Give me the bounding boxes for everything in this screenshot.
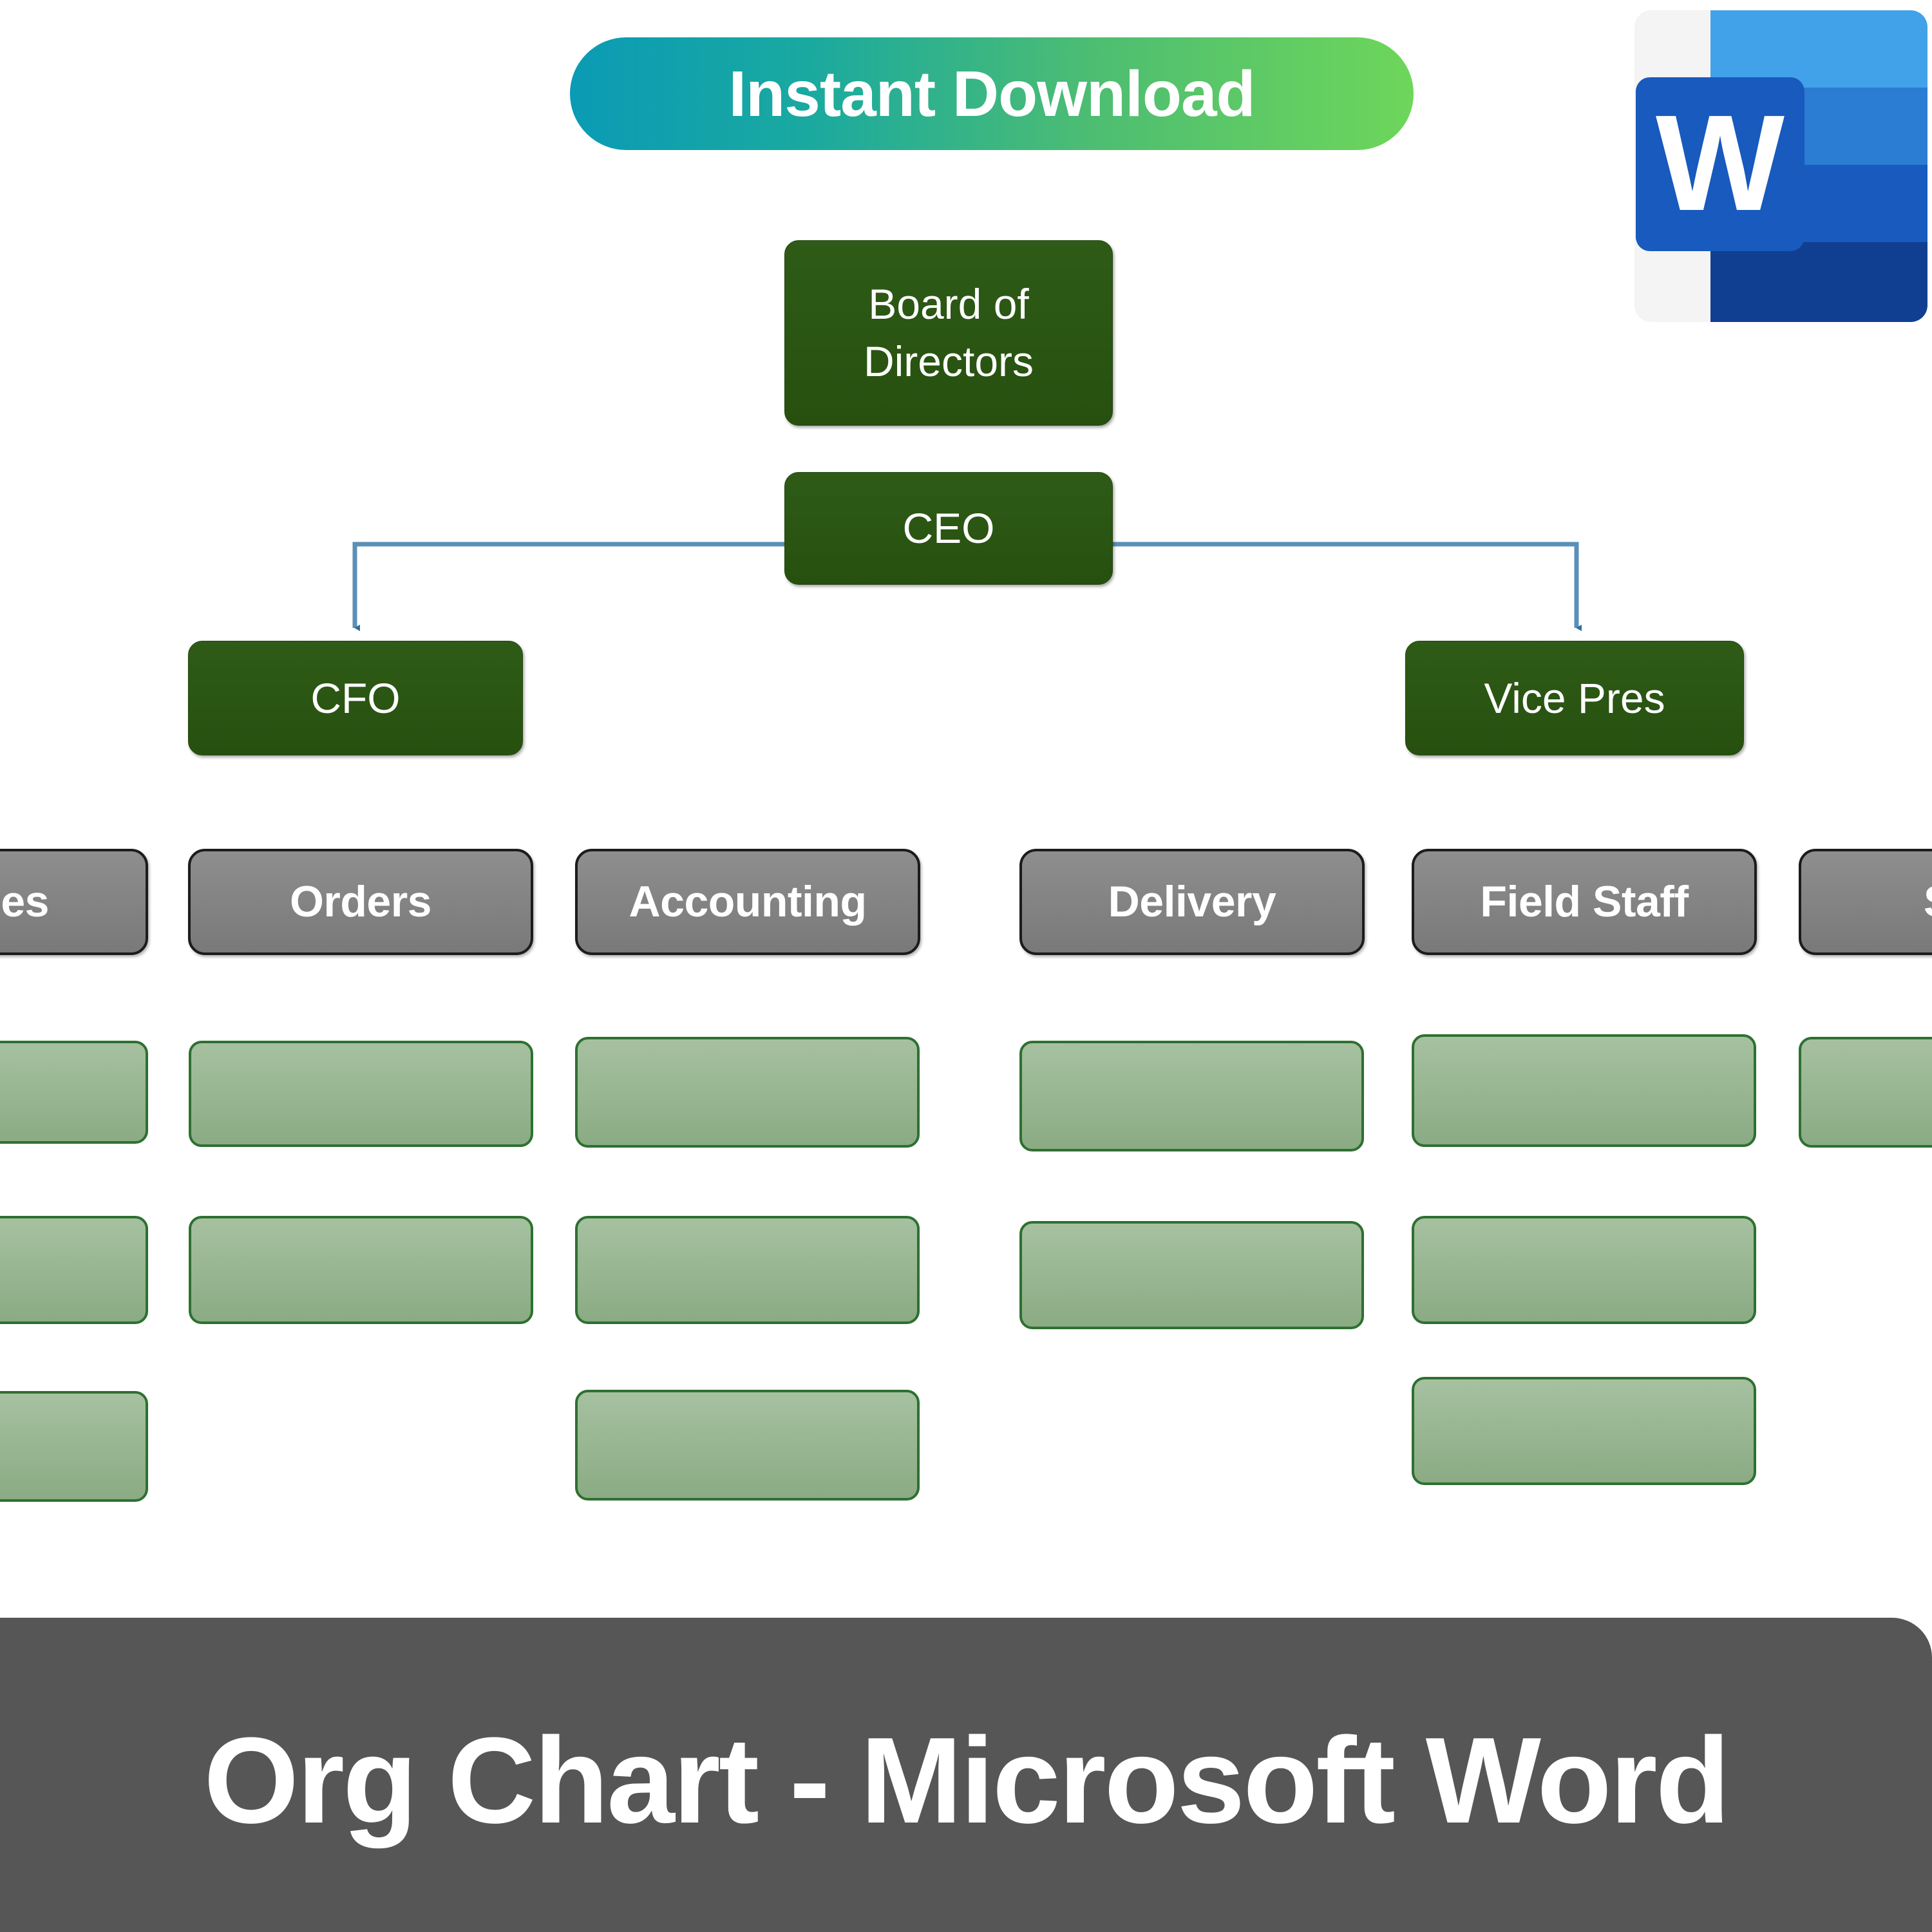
department-node-dept_1[interactable]: es [0,849,148,955]
microsoft-word-icon: W [1634,5,1927,327]
department-node-label: es [1,877,49,927]
bottom-title-banner: Org Chart - Microsoft Word [0,1618,1932,1932]
staff-node-c3-r2[interactable] [575,1216,920,1324]
department-node-dept_4[interactable]: Delivery [1019,849,1365,955]
department-node-label: Accounting [629,877,867,927]
department-node-dept_5[interactable]: Field Staff [1412,849,1757,955]
org-node-label: Board of Directors [863,279,1034,385]
instant-download-label: Instant Download [728,57,1255,130]
staff-node-c4-r2[interactable] [1019,1221,1364,1329]
staff-node-c6-r1[interactable] [1799,1037,1932,1148]
staff-node-c2-r2[interactable] [189,1216,533,1324]
department-node-label: Ser [1924,875,1932,929]
department-node-dept_6[interactable]: Ser [1799,849,1932,955]
staff-node-c1-r3[interactable] [0,1391,148,1502]
department-node-label: Orders [290,877,432,927]
staff-node-c5-r2[interactable] [1412,1216,1756,1324]
staff-node-c1-r1[interactable] [0,1041,148,1144]
staff-node-c4-r1[interactable] [1019,1041,1364,1151]
org-node-cfo[interactable]: CFO [188,641,523,755]
department-node-dept_2[interactable]: Orders [188,849,533,955]
org-node-label: Vice Pres [1484,674,1665,722]
staff-node-c2-r1[interactable] [189,1041,533,1147]
department-node-label: Field Staff [1480,877,1689,927]
department-node-dept_3[interactable]: Accounting [575,849,920,955]
staff-node-c5-r1[interactable] [1412,1034,1756,1147]
org-node-label: CEO [902,504,995,553]
staff-node-c3-r1[interactable] [575,1037,920,1148]
department-node-label: Delivery [1108,877,1276,927]
staff-node-c3-r3[interactable] [575,1390,920,1501]
instant-download-badge[interactable]: Instant Download [570,37,1414,150]
staff-node-c1-r2[interactable] [0,1216,148,1324]
org-node-vice_pres[interactable]: Vice Pres [1405,641,1744,755]
banner-title: Org Chart - Microsoft Word [204,1712,1730,1849]
org-node-label: CFO [310,674,401,722]
staff-node-c5-r3[interactable] [1412,1377,1756,1485]
org-node-ceo[interactable]: CEO [784,472,1113,585]
org-node-board[interactable]: Board of Directors [784,240,1113,426]
svg-text:W: W [1656,86,1785,239]
